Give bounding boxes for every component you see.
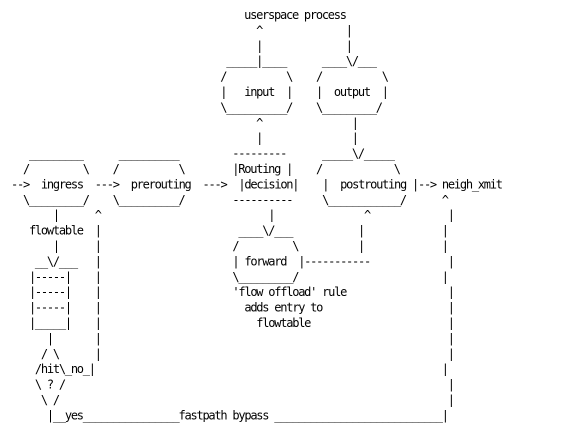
diagram-row: __\/___ | | forward |----------- |: [11, 254, 455, 268]
diagram-row: /hit\_no_| |: [11, 362, 449, 376]
diagram-row: \ / |: [11, 393, 455, 407]
diagram-row: \_________/ \__________/ ---------- \___…: [11, 193, 449, 207]
diagram-row: | |: [11, 131, 359, 145]
diagram-row: |__yes________________fastpath bypass __…: [11, 408, 449, 422]
diagram-row: / \ / \ |Routing | / \: [11, 162, 401, 176]
diagram-row: flowtable | ____\/___ | |: [11, 224, 449, 238]
diagram-row: / \ / \: [11, 70, 389, 84]
diagram-row: ^ |: [11, 23, 353, 37]
diagram-row: \ ? / |: [11, 378, 455, 392]
diagram-row: | | / \ | |: [11, 239, 449, 253]
diagram-row: | input | | output |: [11, 85, 389, 99]
diagram-row: _________ __________ --------- _____\/__…: [11, 147, 396, 161]
diagram-row: |-----| | 'flow offload' rule |: [11, 285, 455, 299]
diagram-row: |-----| | adds entry to |: [11, 301, 455, 315]
diagram-row: _____|____ ____\/___: [11, 54, 378, 68]
diagram-row: \__________/ \_________/: [11, 100, 383, 114]
diagram-row: | | |: [11, 331, 455, 345]
diagram-row: | |: [11, 39, 353, 53]
diagram-row: | ^ | ^ |: [11, 208, 455, 222]
diagram-row: |_____| | flowtable |: [11, 316, 455, 330]
diagram-row: --> ingress ---> prerouting ---> |decisi…: [11, 177, 503, 191]
diagram-row: / \ | |: [11, 347, 455, 361]
diagram-row: userspace process: [11, 8, 347, 22]
diagram-row: |-----| | \_________/ |: [11, 270, 449, 284]
diagram-row: ^ |: [11, 116, 359, 130]
